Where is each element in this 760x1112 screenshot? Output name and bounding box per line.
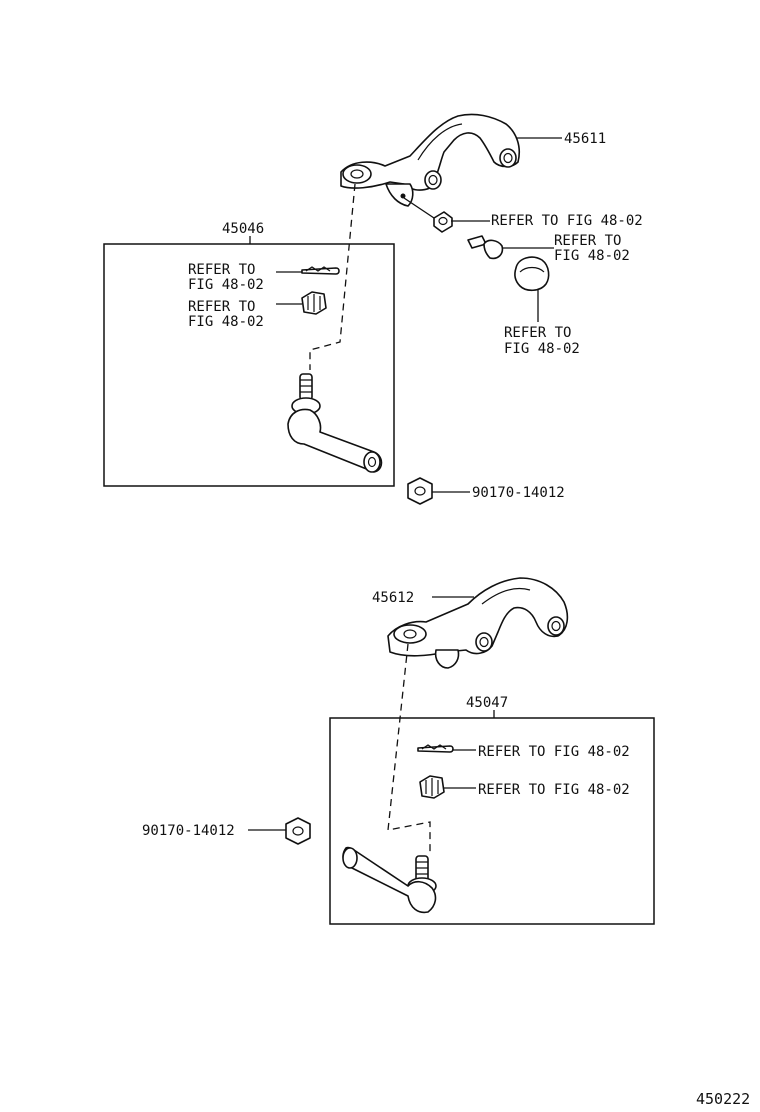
nut-90170-14012-lower[interactable] <box>285 817 311 845</box>
part-label-45046: 45046 <box>222 221 264 237</box>
arm-cap[interactable] <box>514 256 550 292</box>
arm-bolt[interactable] <box>467 235 504 260</box>
tie-rod-end-kit-box-45047 <box>329 717 655 925</box>
castle-nut-ref-label-1: REFER TO <box>188 299 255 315</box>
tie-rod-end-kit-box-45046 <box>103 243 395 487</box>
cotter-pin-upper[interactable] <box>301 266 340 275</box>
arm-bolt-ref-label-1: REFER TO <box>554 233 621 249</box>
cotter-pin-lower[interactable] <box>417 744 454 753</box>
castle-nut-upper[interactable] <box>301 291 327 315</box>
tie-rod-end-lower[interactable] <box>342 846 437 914</box>
cotter-pin-ref-label-1: REFER TO <box>188 262 255 278</box>
arm-bolt-ref-label-2: FIG 48-02 <box>554 248 630 264</box>
castle-nut-lower-ref-label: REFER TO FIG 48-02 <box>478 782 630 798</box>
part-label-90170-14012-upper: 90170-14012 <box>472 485 565 501</box>
cotter-pin-ref-label-2: FIG 48-02 <box>188 277 264 293</box>
arm-nut-upper[interactable] <box>433 211 453 233</box>
arm-cap-ref-label-1: REFER TO <box>504 325 571 341</box>
part-label-45612: 45612 <box>372 590 414 606</box>
knuckle-arm-45612[interactable] <box>387 577 569 669</box>
figure-id: 450222 <box>696 1090 750 1108</box>
part-label-90170-14012-lower: 90170-14012 <box>142 823 235 839</box>
tie-rod-end-upper[interactable] <box>287 373 383 473</box>
castle-nut-lower[interactable] <box>419 775 445 799</box>
part-label-45611: 45611 <box>564 131 606 147</box>
part-label-45047: 45047 <box>466 695 508 711</box>
castle-nut-ref-label-2: FIG 48-02 <box>188 314 264 330</box>
arm-nut-ref-label: REFER TO FIG 48-02 <box>491 213 643 229</box>
knuckle-arm-45611[interactable] <box>340 113 521 207</box>
cotter-pin-lower-ref-label: REFER TO FIG 48-02 <box>478 744 630 760</box>
nut-90170-14012-upper[interactable] <box>407 477 433 505</box>
arm-cap-ref-label-2: FIG 48-02 <box>504 341 580 357</box>
